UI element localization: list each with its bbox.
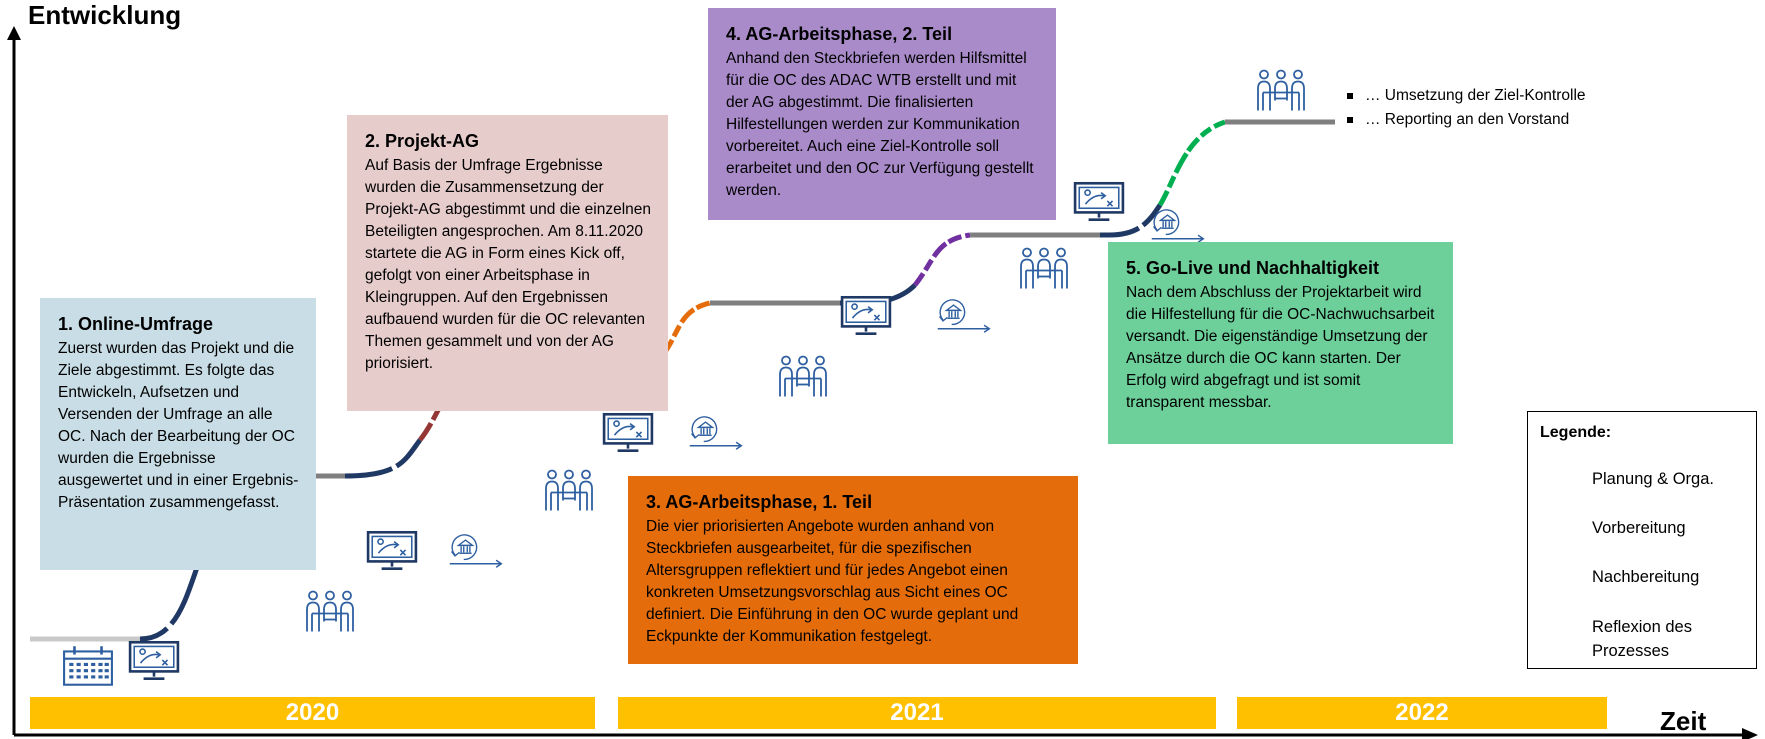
- phase-description: Nach dem Abschluss der Projektarbeit wir…: [1126, 284, 1435, 411]
- monitor-strategy-icon: [840, 295, 892, 335]
- outlook-list: … Umsetzung der Ziel-Kontrolle … Reporti…: [1345, 84, 1586, 132]
- outlook-item: … Reporting an den Vorstand: [1345, 108, 1586, 132]
- monitor-strategy-icon: [602, 412, 654, 452]
- team-meeting-icon: [1257, 69, 1305, 112]
- phase-box-go-live: 5. Go-Live und Nachhaltigkeit Nach dem A…: [1108, 242, 1453, 444]
- timeline-rise-5: [1100, 203, 1163, 238]
- phase-title: 2. Projekt-AG: [365, 131, 480, 151]
- phase-box-ag-arbeitsphase-1: 3. AG-Arbeitsphase, 1. Teil Die vier pri…: [628, 476, 1078, 664]
- team-meeting-icon: [779, 355, 827, 398]
- team-meeting-icon: [306, 590, 354, 633]
- reflection-cycle-icon: [1150, 209, 1205, 243]
- timeline-rise-2: [344, 438, 423, 479]
- phase-box-online-umfrage: 1. Online-Umfrage Zuerst wurden das Proj…: [40, 298, 316, 570]
- phase-title: 3. AG-Arbeitsphase, 1. Teil: [646, 492, 873, 512]
- timeline-rise-1: [139, 528, 217, 642]
- y-axis-label: Entwicklung: [28, 0, 182, 30]
- timeline-rise-5b: [1157, 119, 1226, 207]
- timeline-rise-4b: [913, 232, 971, 287]
- legend-item-label: Vorbereitung: [1592, 519, 1686, 537]
- team-meeting-icon: [545, 469, 593, 512]
- x-axis-arrowhead: [1742, 728, 1758, 739]
- reflection-cycle-icon: [936, 299, 991, 333]
- monitor-strategy-icon: [1073, 181, 1125, 221]
- timeline-rise-3b: [662, 300, 711, 354]
- phase-description: Zuerst wurden das Projekt und die Ziele …: [58, 340, 299, 511]
- year-bar-2021: 2021: [618, 697, 1216, 729]
- phase-title: 4. AG-Arbeitsphase, 2. Teil: [726, 24, 953, 44]
- phase-title: 1. Online-Umfrage: [58, 314, 214, 334]
- team-meeting-icon: [1020, 247, 1068, 290]
- calendar-icon: [62, 645, 114, 687]
- phase-title: 5. Go-Live und Nachhaltigkeit: [1126, 258, 1380, 278]
- x-axis-label: Zeit: [1660, 706, 1707, 736]
- reflection-cycle-icon: [688, 416, 743, 450]
- phase-description: Auf Basis der Umfrage Ergebnisse wurden …: [365, 157, 652, 372]
- phase-description: Die vier priorisierten Angebote wurden a…: [646, 518, 1019, 645]
- legend-title: Legende:: [1540, 424, 1612, 441]
- phase-description: Anhand den Steckbriefen werden Hilfsmitt…: [726, 50, 1034, 199]
- monitor-strategy-icon: [366, 530, 418, 570]
- year-bar-2022: 2022: [1237, 697, 1607, 729]
- year-bar-2020: 2020: [30, 697, 595, 729]
- legend-item-label: Nachbereitung: [1592, 568, 1700, 586]
- monitor-strategy-icon: [128, 640, 180, 680]
- axes: [7, 26, 1758, 739]
- outlook-item: … Umsetzung der Ziel-Kontrolle: [1345, 84, 1586, 108]
- legend-item-label: Planung & Orga.: [1592, 470, 1714, 488]
- y-axis-arrowhead: [7, 26, 21, 40]
- phase-box-ag-arbeitsphase-2: 4. AG-Arbeitsphase, 2. Teil Anhand den S…: [708, 8, 1056, 220]
- phase-box-projekt-ag: 2. Projekt-AG Auf Basis der Umfrage Erge…: [347, 115, 668, 411]
- legend: Legende: Planung & Orga. Vorbereitung Na…: [1527, 411, 1757, 669]
- legend-item-label: Reflexion des Prozesses: [1592, 618, 1692, 660]
- reflection-cycle-icon: [448, 534, 503, 568]
